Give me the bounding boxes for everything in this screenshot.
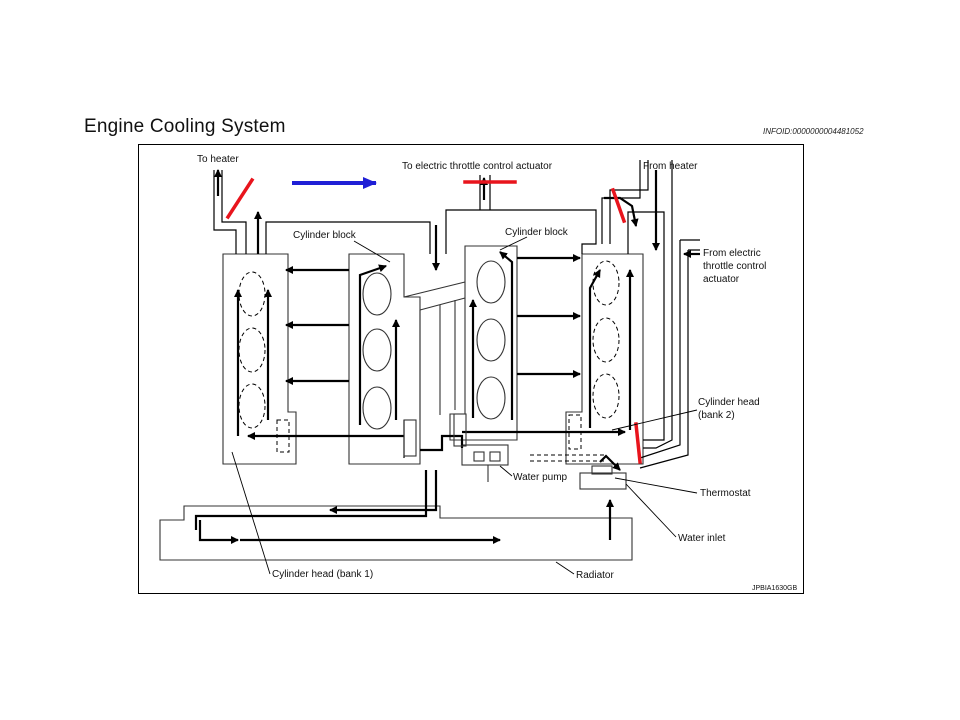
radiator bbox=[159, 505, 633, 561]
info-id: INFOID:0000000004481052 bbox=[763, 127, 864, 136]
top-piping bbox=[213, 160, 700, 469]
label-cylinder-head-bank2-line2: (bank 2) bbox=[698, 410, 735, 421]
label-cylinder-block-left: Cylinder block bbox=[293, 230, 357, 241]
figure-code: JPBIA1630GB bbox=[752, 585, 797, 592]
label-radiator: Radiator bbox=[576, 570, 614, 581]
cut-marks bbox=[225, 177, 642, 464]
label-thermostat: Thermostat bbox=[700, 488, 751, 499]
block-bridge bbox=[403, 281, 466, 420]
label-water-inlet: Water inlet bbox=[678, 533, 726, 544]
flow-arrows bbox=[194, 169, 700, 544]
label-from-throttle-2: throttle control bbox=[703, 261, 766, 272]
cylinder-block-right bbox=[449, 245, 518, 441]
label-from-throttle-1: From electric bbox=[703, 248, 761, 259]
water-pump bbox=[461, 444, 509, 482]
thermostat bbox=[530, 454, 627, 490]
page-title: Engine Cooling System bbox=[84, 116, 286, 137]
cylinder-head-bank1 bbox=[222, 253, 297, 465]
label-from-heater: From heater bbox=[643, 161, 698, 172]
diagram-frame bbox=[138, 144, 804, 594]
cylinder-block-left bbox=[348, 253, 421, 465]
leader-lines bbox=[231, 236, 698, 575]
label-to-throttle-actuator: To electric throttle control actuator bbox=[402, 161, 553, 172]
label-water-pump: Water pump bbox=[513, 472, 568, 483]
label-cylinder-block-right: Cylinder block bbox=[505, 227, 569, 238]
label-cylinder-head-bank2-line1: Cylinder head bbox=[698, 397, 760, 408]
label-from-throttle-3: actuator bbox=[703, 274, 740, 285]
label-cylinder-head-bank1: Cylinder head (bank 1) bbox=[272, 569, 373, 580]
label-to-heater: To heater bbox=[197, 154, 239, 165]
